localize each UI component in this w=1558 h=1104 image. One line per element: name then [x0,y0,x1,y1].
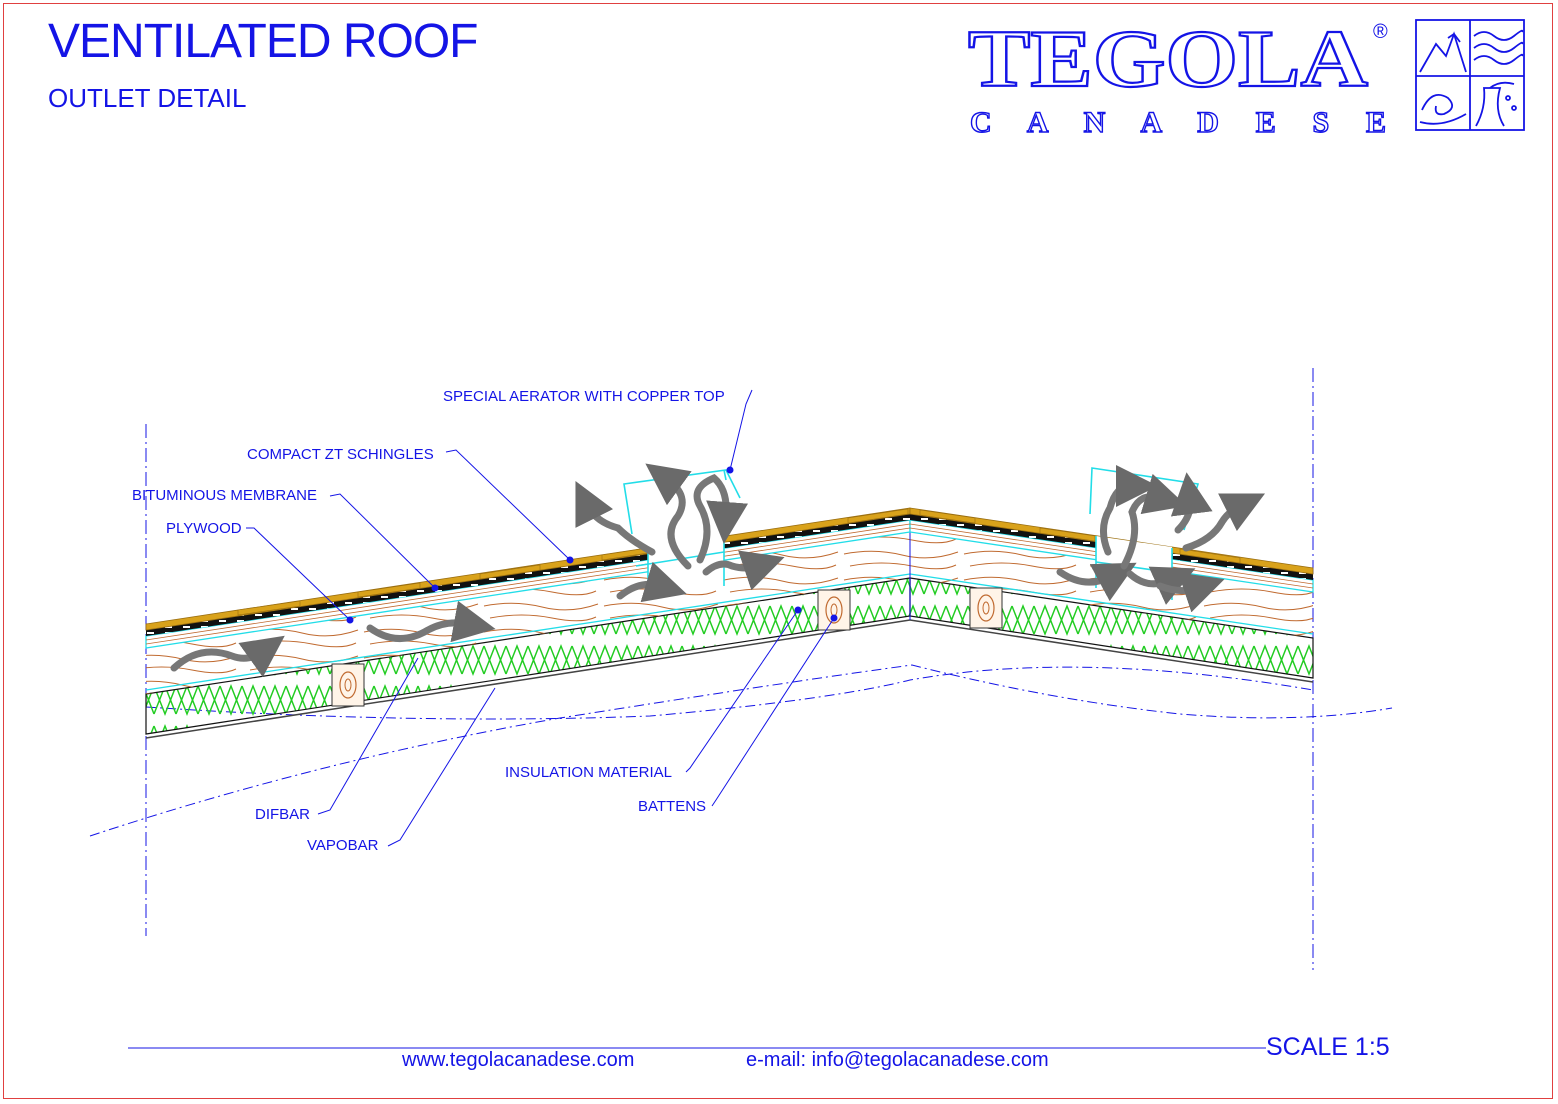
difbar-layer-right [909,573,1314,635]
batten [969,587,1003,629]
scale-label: SCALE 1:5 [1266,1033,1390,1061]
seasons-emblem-icon [1415,19,1525,131]
batten [817,589,851,631]
brand-name: TEGOLA [968,14,1368,104]
vapobar-layer-right [909,619,1314,683]
airflow-arrows [170,463,1266,678]
label-aerator: SPECIAL AERATOR WITH COPPER TOP [443,388,725,405]
label-plywood: PLYWOOD [166,520,242,537]
vapobar-layer-left [145,619,911,739]
drawing-frame [3,3,1553,1099]
label-battens: BATTENS [638,798,706,815]
plywood-plies-left [145,523,911,645]
page-title: VENTILATED ROOF [48,15,478,68]
break-line-upper [145,666,1314,720]
brand-registered: ® [1373,21,1388,43]
label-shingles: COMPACT ZT SCHINGLES [247,446,434,463]
break-line-lower [89,664,1393,837]
brand-subname: C A N A D E S E [970,106,1386,136]
email-link[interactable]: e-mail: info@tegolacanadese.com [746,1049,1049,1071]
website-link[interactable]: www.tegolacanadese.com [402,1049,635,1071]
brand-logo: TEGOLA ® C A N A D E S E [968,14,1525,136]
label-vapobar: VAPOBAR [307,837,379,854]
leader-dots [346,466,838,624]
shingle-tabs [237,508,1241,616]
label-difbar: DIFBAR [255,806,310,823]
label-membrane: BITUMINOUS MEMBRANE [132,487,317,504]
page-subtitle: OUTLET DETAIL [48,83,247,113]
leader-lines [246,389,835,847]
label-insulation: INSULATION MATERIAL [505,764,672,781]
batten [331,663,365,707]
